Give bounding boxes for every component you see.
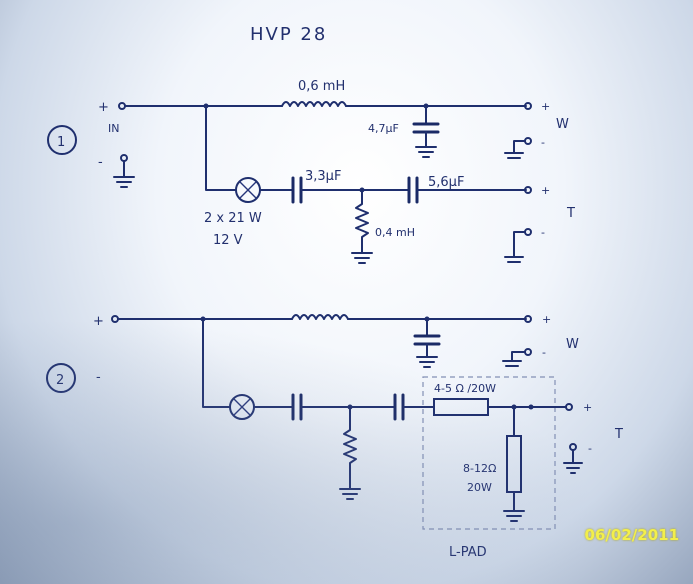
circuit-1-woofer-out-terminal	[524, 102, 532, 110]
date-stamp: 06/02/2011	[584, 526, 679, 544]
circuit-1-input-label: IN	[108, 122, 119, 135]
shunt-resistor-icon	[506, 435, 522, 493]
circuit-2-input-minus: -	[96, 370, 101, 385]
circuit-1-tweeter-minus: -	[541, 226, 545, 239]
page-title: HVP 28	[250, 24, 327, 45]
circuit-2-index: 2	[56, 373, 64, 388]
circuit-1-lamp-label: 2 x 21 W	[204, 211, 262, 226]
lpad-label: L-PAD	[449, 545, 487, 560]
circuit-1-woofer-label: W	[556, 117, 569, 132]
circuit-1-cap-b-label: 5,6μF	[428, 175, 464, 190]
circuit-1-woofer-ground-icon	[504, 140, 526, 159]
circuit-1: 1 + IN - 0,6 mH 4,7μF + W - 2 x 21	[47, 79, 575, 264]
shunt-resistor-ground-icon	[503, 491, 525, 522]
circuit-2-woofer-plus: +	[542, 313, 551, 326]
circuit-2-input-plus: +	[93, 314, 104, 329]
circuit-1-inductor-label: 0,6 mH	[298, 79, 345, 94]
circuit-1-input-ground-icon	[113, 160, 135, 188]
circuit-2-shunt-inductor-icon	[339, 406, 361, 500]
circuit-1-tweeter-out-terminal	[524, 186, 532, 194]
circuit-2-woofer-ground-icon	[502, 351, 526, 367]
circuit-1-inductor-icon	[281, 101, 347, 107]
circuit-2-tweeter-drop	[202, 318, 231, 408]
circuit-1-woofer-cap-label: 4,7μF	[368, 122, 399, 135]
circuit-2-woofer-out-terminal	[524, 315, 532, 323]
circuit-1-shunt-inductor-icon	[351, 189, 373, 264]
circuit-2-tweeter-label: T	[614, 427, 623, 442]
circuit-1-tweeter-ground-icon	[504, 231, 526, 263]
circuit-2-shunt-ground-icon	[416, 343, 438, 368]
circuit-1-index-circle	[47, 125, 77, 155]
circuit-1-index: 1	[57, 135, 65, 150]
circuit-2-woofer-label: W	[566, 337, 579, 352]
circuit-2-woofer-minus: -	[542, 346, 546, 359]
circuit-2-pad-junction-2	[528, 404, 534, 410]
circuit-2-tweeter-ground-icon	[563, 449, 583, 474]
circuit-2-tweeter-minus: -	[588, 442, 592, 455]
circuit-1-input-minus: -	[98, 155, 103, 170]
circuit-2-tweeter-plus: +	[583, 401, 592, 414]
shunt-resistor-power: 20W	[467, 481, 492, 494]
circuit-2-lamp-cross	[233, 398, 251, 416]
circuit-1-lamp-cross	[239, 181, 257, 199]
series-resistor-icon	[433, 398, 489, 416]
circuit-1-cap-a-label: 3,3μF	[305, 169, 341, 184]
circuit-1-shunt-inductor-label: 0,4 mH	[375, 226, 415, 239]
circuit-1-tweeter-plus: +	[541, 184, 550, 197]
shunt-resistor-label: 8-12Ω	[463, 462, 496, 475]
circuit-2-inductor-icon	[291, 314, 349, 320]
circuit-1-shunt-ground-icon	[415, 131, 437, 158]
circuit-1-input-plus: +	[98, 100, 109, 115]
circuit-1-lamp-voltage: 12 V	[213, 233, 243, 248]
circuit-1-tweeter-drop	[205, 105, 237, 191]
circuit-2: 2 - + + W - L-PAD	[46, 313, 623, 560]
circuit-1-woofer-plus: +	[541, 100, 550, 113]
circuit-2-index-circle	[46, 363, 76, 393]
circuit-1-tweeter-label: T	[566, 206, 575, 221]
lpad-box	[422, 376, 556, 530]
series-resistor-label: 4-5 Ω /20W	[434, 382, 496, 395]
circuit-2-tweeter-out-terminal	[565, 403, 573, 411]
circuit-1-woofer-minus: -	[541, 136, 545, 149]
